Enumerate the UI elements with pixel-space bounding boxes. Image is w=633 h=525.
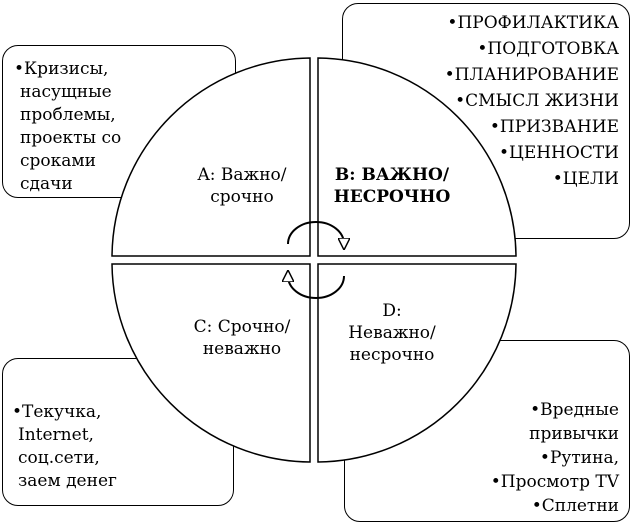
box-c-list: •Текучка, Internet, соц.сети, заем денег [12,401,117,493]
cycle-arrow-bottom [288,276,345,299]
box-c-item: заем денег [18,471,117,491]
box-d-item: •Рутина, [539,448,619,468]
quadrant-d-line3: несрочно [349,345,435,365]
quadrant-d-line2: Неважно/ [348,323,436,343]
quadrant-a [111,57,311,257]
box-a-item: сроками [20,151,96,171]
box-d-item: привычки [529,424,619,444]
quadrant-b [317,57,517,257]
cycle-arrow-top [287,221,344,244]
quadrant-d [317,263,517,463]
box-d-item: •Просмотр TV [490,472,619,492]
box-a-item: проекты со [20,128,122,148]
box-d-list: •Вредные привычки •Рутина, •Просмотр TV … [491,398,619,518]
quadrant-b-line1: B: ВАЖНО/ [334,165,450,185]
quadrant-a-label: A: Важно/ срочно [172,164,312,208]
box-b-item: •СМЫСЛ ЖИЗНИ [455,91,619,111]
box-b-item: •ПОДГОТОВКА [477,39,619,59]
box-b-list: •ПРОФИЛАКТИКА •ПОДГОТОВКА •ПЛАНИРОВАНИЕ … [445,10,619,192]
box-b-item: •ПРИЗВАНИЕ [489,117,619,137]
box-a-item: •Кризисы, [14,59,109,79]
box-a-item: сдачи [20,174,73,194]
box-b-item: •ПРОФИЛАКТИКА [447,13,619,33]
box-b-item: •ЦЕННОСТИ [498,143,619,163]
quadrant-c-label: C: Срочно/ неважно [170,316,314,360]
box-d-item: •Сплетни [531,496,619,516]
quadrant-a-line1: A: Важно/ [197,165,287,185]
quadrant-c [111,263,311,463]
box-c-item: соц.сети, [18,448,100,468]
box-a-list: •Кризисы, насущные проблемы, проекты со … [14,58,121,196]
box-c-item: Internet, [18,425,94,445]
box-c-item: •Текучка, [12,402,102,422]
box-b-item: •ЦЕЛИ [552,169,619,189]
quadrant-b-line2: НЕСРОЧНО [333,187,451,207]
quadrant-b-label: B: ВАЖНО/ НЕСРОЧНО [322,164,462,208]
box-a-item: проблемы, [20,105,116,125]
quadrant-d-label: D: Неважно/ несрочно [322,300,462,366]
quadrant-c-line2: неважно [202,339,282,359]
quadrant-a-line2: срочно [210,187,274,207]
box-d-item: •Вредные [530,400,619,420]
quadrant-c-line1: C: Срочно/ [193,317,291,337]
box-b-item: •ПЛАНИРОВАНИЕ [444,65,619,85]
quadrant-d-line1: D: [382,301,402,321]
box-a-item: насущные [20,82,112,102]
